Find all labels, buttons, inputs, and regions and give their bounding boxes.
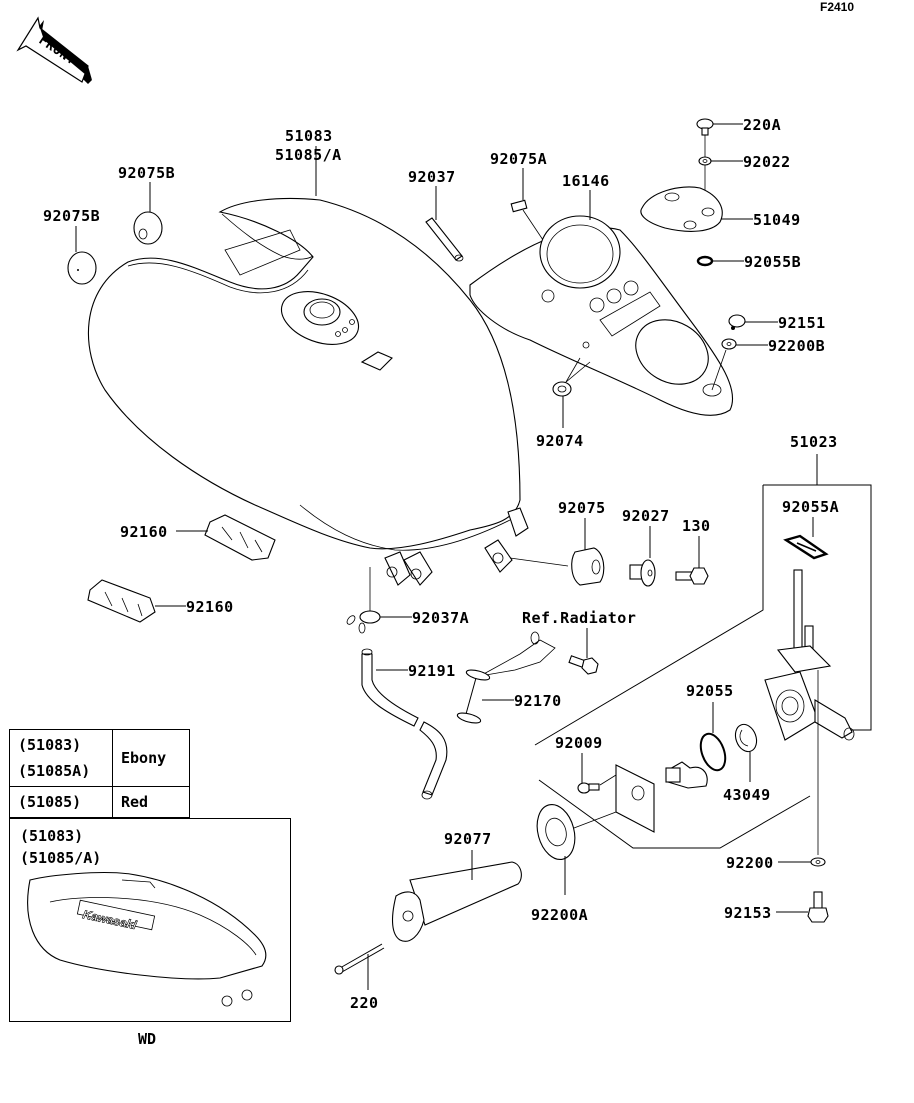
label-220: 220 <box>350 994 379 1012</box>
bracket-radiator[interactable] <box>479 631 556 677</box>
label-43049: 43049 <box>723 786 771 804</box>
legend-code: (51085) <box>18 793 82 811</box>
oring-92055b[interactable] <box>696 255 714 267</box>
grommet-92075a[interactable] <box>510 199 528 213</box>
label-92037a: 92037A <box>412 609 469 627</box>
cushion-92075b-upper[interactable] <box>133 211 163 245</box>
label-92009: 92009 <box>555 734 603 752</box>
variant-codes: (51083) (51085/A) <box>20 825 101 869</box>
washer-92022[interactable] <box>698 156 712 166</box>
label-ref-radiator[interactable]: Ref.Radiator <box>522 609 636 627</box>
variant-code: (51085/A) <box>20 849 102 867</box>
bolt-220[interactable] <box>334 943 385 975</box>
legend-color: Red <box>112 786 190 818</box>
figure-code: F2410 <box>820 0 855 14</box>
label-92151: 92151 <box>778 314 826 332</box>
screw-220a[interactable] <box>696 118 714 136</box>
label-92055a: 92055A <box>782 498 839 516</box>
legend-row: (51085) Red <box>9 786 190 818</box>
bolt-92151[interactable] <box>728 314 746 330</box>
label-92200: 92200 <box>726 854 774 872</box>
meter-cover-16146[interactable] <box>469 215 734 416</box>
radiator-bolt[interactable] <box>568 655 599 675</box>
bolt-130[interactable] <box>675 567 709 585</box>
bolt-92153[interactable] <box>807 891 829 923</box>
legend-codes: (51085) <box>9 786 113 818</box>
label-92075a: 92075A <box>490 150 547 168</box>
hose-92077[interactable] <box>391 861 522 942</box>
label-51023: 51023 <box>790 433 838 451</box>
grommet-92074[interactable] <box>552 381 572 397</box>
washer-92200a[interactable] <box>531 800 580 863</box>
legend-codes: (51083) (51085A) <box>9 729 113 787</box>
label-92200a: 92200A <box>531 906 588 924</box>
label-92022: 92022 <box>743 153 791 171</box>
cap-51049[interactable] <box>640 186 723 232</box>
variant-box: (51083) (51085/A) <box>9 818 291 1022</box>
clamp-92160-lower[interactable] <box>87 579 156 623</box>
clamp-92160-upper[interactable] <box>204 514 276 561</box>
label-92191: 92191 <box>408 662 456 680</box>
label-51049: 51049 <box>753 211 801 229</box>
label-16146: 16146 <box>562 172 610 190</box>
fuel-tap-body[interactable] <box>764 569 855 741</box>
label-51085-a: 51085/A <box>275 146 342 164</box>
label-92074: 92074 <box>536 432 584 450</box>
label-92055: 92055 <box>686 682 734 700</box>
label-92170: 92170 <box>514 692 562 710</box>
valve-lever[interactable] <box>665 761 708 789</box>
cover-plate[interactable] <box>615 764 655 833</box>
legend-code: (51085A) <box>18 762 91 780</box>
label-92153: 92153 <box>724 904 772 922</box>
fuel-tank-51083[interactable] <box>88 197 529 586</box>
front-arrow-icon: FRONT <box>16 16 92 84</box>
collar-92027[interactable] <box>629 559 656 587</box>
variant-caption: WD <box>138 1030 157 1048</box>
label-92200b: 92200B <box>768 337 825 355</box>
label-92055b: 92055B <box>744 253 801 271</box>
legend-code: (51083) <box>18 736 82 754</box>
label-51083: 51083 <box>285 127 333 145</box>
label-92075b-upper: 92075B <box>118 164 175 182</box>
damper-92075[interactable] <box>571 547 605 586</box>
clamp-92037a[interactable] <box>345 610 381 634</box>
label-92160-upper: 92160 <box>120 523 168 541</box>
label-92160-lower: 92160 <box>186 598 234 616</box>
plate-43049[interactable] <box>732 721 760 754</box>
screw-92009[interactable] <box>577 782 600 794</box>
label-92075: 92075 <box>558 499 606 517</box>
hose-92191[interactable] <box>361 648 448 800</box>
washer-92200b[interactable] <box>721 338 737 350</box>
color-legend-table: (51083) (51085A) Ebony (51085) Red <box>9 729 190 818</box>
cushion-92075b-lower[interactable] <box>67 251 97 285</box>
bracket-92170[interactable] <box>456 668 491 725</box>
variant-tank-illustration: Kawasaki <box>27 872 267 1007</box>
label-92027: 92027 <box>622 507 670 525</box>
gasket-92055a[interactable] <box>783 534 829 560</box>
label-220a: 220A <box>743 116 781 134</box>
legend-row: (51083) (51085A) Ebony <box>9 729 190 787</box>
label-92077: 92077 <box>444 830 492 848</box>
label-92075b-lower: 92075B <box>43 207 100 225</box>
label-130: 130 <box>682 517 711 535</box>
variant-code: (51083) <box>20 827 84 845</box>
washer-92200[interactable] <box>810 857 826 867</box>
tube-92037[interactable] <box>425 217 464 262</box>
oring-92055[interactable] <box>696 730 730 773</box>
legend-color: Ebony <box>112 729 190 787</box>
label-92037: 92037 <box>408 168 456 186</box>
